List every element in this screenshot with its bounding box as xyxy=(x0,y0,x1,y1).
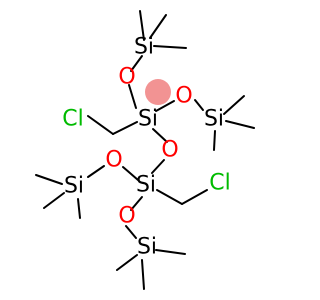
bond xyxy=(112,121,138,135)
bond xyxy=(152,128,168,143)
highlight-marker xyxy=(145,79,171,105)
bond xyxy=(87,115,114,135)
bond xyxy=(194,99,204,111)
bond xyxy=(149,14,167,39)
atom-label-si-center: Si xyxy=(138,107,158,132)
bond xyxy=(116,254,138,271)
atom-label-si-top: Si xyxy=(134,35,154,60)
atom-label-o-right: O xyxy=(175,84,192,109)
bond xyxy=(35,174,63,185)
bond xyxy=(223,95,245,115)
atom-label-o-bottom: O xyxy=(118,204,135,229)
bond xyxy=(155,249,186,255)
atom-label-o-left: O xyxy=(105,148,122,173)
bond xyxy=(151,159,165,174)
bond xyxy=(139,10,145,41)
molecule-structure: Si O O Si Cl Si O O Si Cl Si O Si xyxy=(35,10,255,290)
bond xyxy=(156,189,183,205)
bond xyxy=(130,55,143,72)
atom-label-si-left: Si xyxy=(64,174,84,199)
bond xyxy=(87,165,105,178)
atom-label-si-right: Si xyxy=(204,107,224,132)
bond xyxy=(225,120,255,129)
bond xyxy=(130,196,143,211)
atom-label-o-bridge: O xyxy=(161,138,178,163)
bond xyxy=(153,45,187,49)
bond xyxy=(43,192,65,209)
bond xyxy=(122,166,139,181)
bond xyxy=(213,130,216,151)
bond xyxy=(77,198,81,219)
bond xyxy=(128,84,137,109)
atom-label-o-top: O xyxy=(118,65,135,90)
atom-label-si-lower: Si xyxy=(136,173,156,198)
atom-labels: Si O O Si Cl Si O O Si Cl Si O Si xyxy=(62,35,230,260)
bond-lines xyxy=(35,10,255,290)
atom-label-cl-bottom: Cl xyxy=(209,171,230,196)
bond xyxy=(141,259,145,290)
bond xyxy=(125,225,137,239)
atom-label-cl-top: Cl xyxy=(62,107,83,132)
atom-label-si-bottom: Si xyxy=(137,235,157,260)
bond xyxy=(181,189,208,205)
bond xyxy=(155,100,175,112)
